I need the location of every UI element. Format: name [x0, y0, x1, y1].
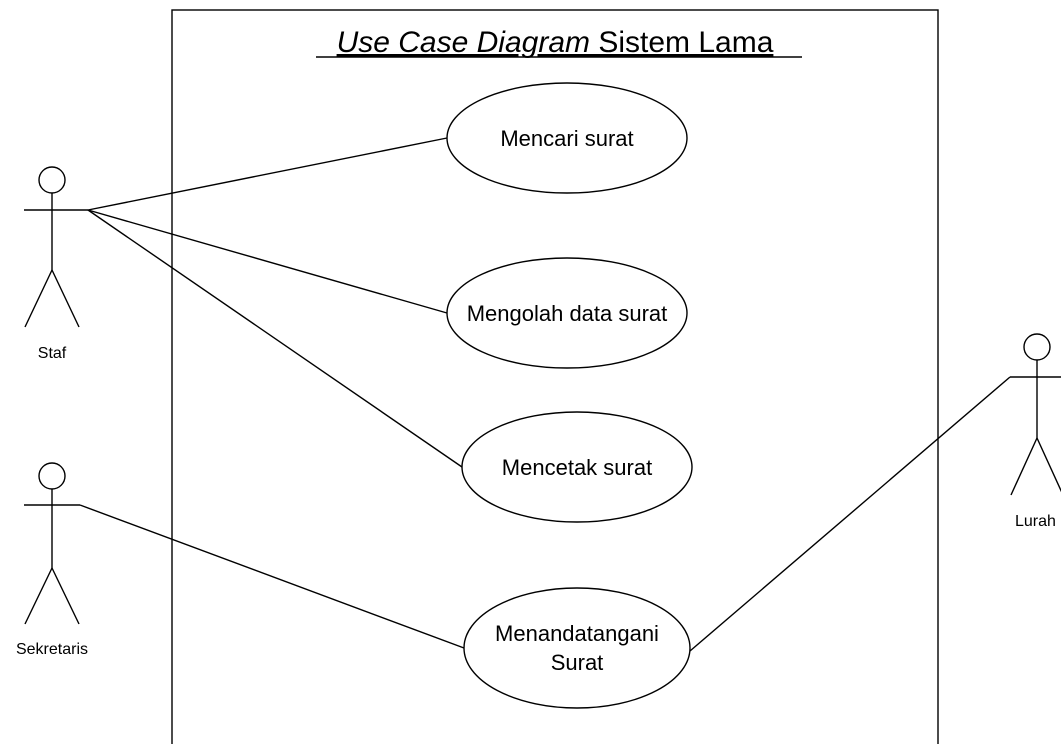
- use-case-mencari-surat: Mencari surat: [446, 82, 688, 194]
- actor-leg-right: [51, 269, 80, 328]
- association-staf-mengolah: [87, 209, 448, 314]
- use-case-label: Mencetak surat: [502, 455, 652, 480]
- use-case-ellipse: [446, 257, 688, 369]
- actor-leg-left: [24, 269, 53, 328]
- use-case-label: Mencari surat: [500, 126, 633, 151]
- diagram-title-italic: Use Case Diagram: [337, 26, 590, 59]
- association-lurah-menandatangani: [689, 376, 1011, 652]
- use-case-ellipse: [461, 411, 693, 523]
- association-staf-mencetak: [87, 209, 463, 468]
- use-case-label-line1: Menandatangani: [495, 621, 659, 646]
- association-staf-mencari: [87, 137, 448, 211]
- actor-label: Lurah: [1015, 513, 1056, 530]
- use-case-ellipse: [463, 587, 691, 709]
- use-case-mencetak-surat: Mencetak surat: [461, 411, 693, 523]
- actor-head: [38, 462, 66, 490]
- system-boundary: [171, 9, 939, 744]
- use-case-label: Mengolah data surat: [467, 301, 668, 326]
- actor-leg-right: [51, 567, 80, 625]
- diagram-title: Use Case Diagram Sistem Lama: [337, 26, 774, 59]
- actor-leg-left: [24, 567, 53, 625]
- use-case-mengolah-data-surat: Mengolah data surat: [446, 257, 688, 369]
- association-sekretaris-menandatangani: [79, 504, 465, 649]
- actor-label: Staf: [38, 345, 67, 362]
- actor-leg-left: [1010, 437, 1038, 496]
- actor-label: Sekretaris: [16, 641, 88, 658]
- actor-staf: Staf: [24, 166, 88, 362]
- actor-head: [38, 166, 66, 194]
- actor-sekretaris: Sekretaris: [16, 462, 88, 658]
- actor-head: [1023, 333, 1051, 361]
- use-case-label-line2: Surat: [551, 650, 604, 675]
- use-case-ellipse: [446, 82, 688, 194]
- actor-leg-right: [1036, 437, 1061, 493]
- use-case-menandatangani-surat: Menandatangani Surat: [463, 587, 691, 709]
- actor-lurah: Lurah: [1010, 333, 1061, 530]
- diagram-title-rest: Sistem Lama: [590, 26, 774, 59]
